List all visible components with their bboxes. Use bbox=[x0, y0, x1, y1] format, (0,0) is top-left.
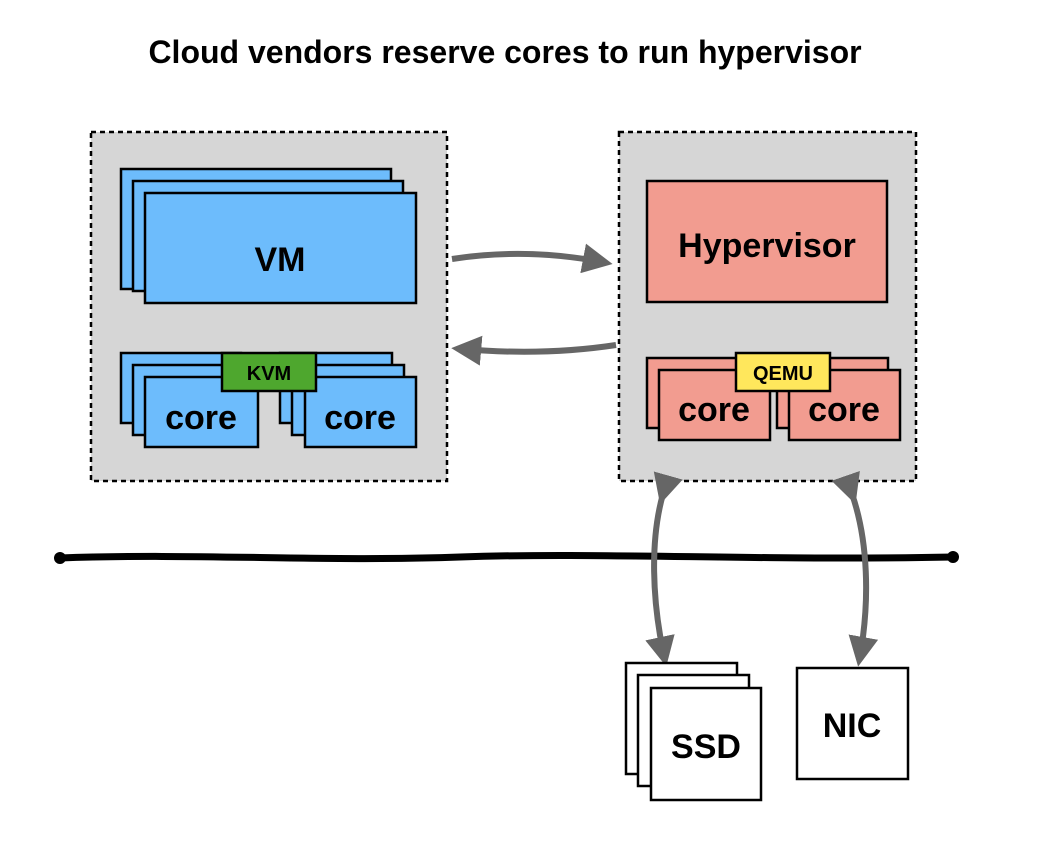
ssd-label: SSD bbox=[671, 728, 741, 766]
vm-label: VM bbox=[255, 241, 306, 279]
hypervisor-to-vm-arrow bbox=[451, 335, 617, 366]
hypervisor-core-2: core bbox=[775, 356, 902, 442]
hypervisor-core-label-2: core bbox=[808, 391, 880, 429]
ssd-stack: SSD bbox=[624, 661, 763, 802]
nic-label: NIC bbox=[823, 707, 882, 745]
kvm-label: KVM bbox=[247, 363, 291, 385]
host-boundary-line bbox=[56, 551, 957, 563]
qemu-label: QEMU bbox=[753, 363, 813, 385]
hypervisor-box: Hypervisor bbox=[645, 179, 889, 304]
vm-to-hypervisor-arrow bbox=[451, 243, 613, 274]
vm-core-label-1: core bbox=[165, 399, 237, 437]
diagram-title: Cloud vendors reserve cores to run hyper… bbox=[148, 34, 862, 70]
hypervisor-ssd-arrow bbox=[645, 471, 683, 667]
qemu-badge: QEMU bbox=[734, 351, 832, 393]
vm-stack: VM bbox=[119, 167, 418, 305]
hypervisor-core-label-1: core bbox=[678, 391, 750, 429]
vm-core-label-2: core bbox=[324, 399, 396, 437]
hypervisor-label: Hypervisor bbox=[678, 227, 856, 265]
hypervisor-nic-arrow bbox=[831, 470, 879, 667]
kvm-badge: KVM bbox=[220, 351, 318, 393]
nic-box: NIC bbox=[795, 666, 910, 781]
